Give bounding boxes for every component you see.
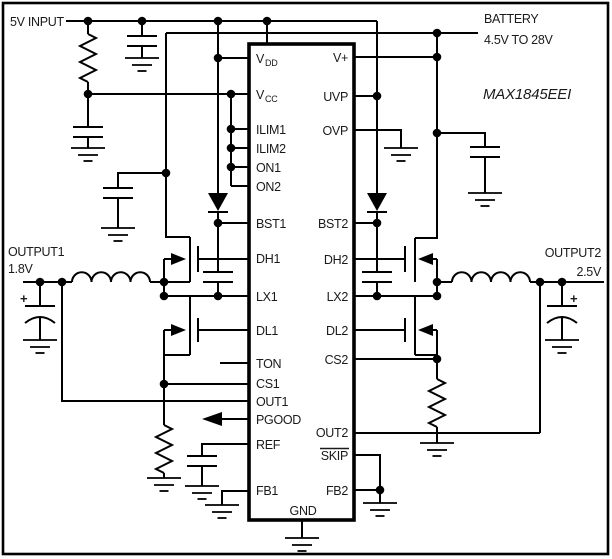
resistor-cs2-sense: [426, 378, 448, 428]
pin-label-ovp: OVP: [323, 124, 349, 138]
resistor-5v-input: [77, 33, 99, 83]
pin-label-cs1: CS1: [256, 377, 280, 391]
pin-label-ilim1: ILIM1: [256, 123, 286, 137]
pin-label-dl1: DL1: [256, 324, 278, 338]
pin-label-lx1: LX1: [256, 290, 278, 304]
pin-label-bst2: BST2: [318, 217, 348, 231]
ic-outline: [247, 42, 356, 522]
pin-label-dh2: DH2: [324, 253, 348, 267]
pin-label-dh1: DH1: [256, 252, 280, 266]
label-5v-input: 5V INPUT: [10, 15, 65, 29]
label-output1-voltage: 1.8V: [8, 262, 33, 276]
mosfet-q2-low-side: [354, 296, 438, 379]
mosfet-q1-high-side: [163, 237, 249, 296]
resistor-cs1-sense: [153, 424, 175, 474]
inductor-l1: [71, 271, 151, 283]
pin-label-vplus: V+: [333, 51, 348, 65]
capacitor-battery-bypass-left: [103, 187, 133, 199]
pin-label-gnd: GND: [290, 504, 317, 518]
ic-max1845: V DD V CC ILIM1 ILIM2 ON1 ON2 BST1 DH1 L…: [247, 42, 356, 522]
capacitor-vcc: [73, 126, 103, 138]
junction-dots: [35, 16, 567, 495]
diode-bst1: [208, 193, 228, 213]
pin-label-vdd: V: [256, 52, 265, 66]
pin-label-ilim2: ILIM2: [256, 142, 286, 156]
capacitor-bst2-bootstrap: [362, 271, 392, 283]
label-output2: OUTPUT2: [545, 246, 602, 260]
pin-label-skip: SKIP: [321, 449, 348, 463]
pin-label-uvp: UVP: [323, 90, 348, 104]
pin-label-on1: ON1: [256, 161, 281, 175]
pin-label-cs2: CS2: [325, 353, 349, 367]
pin-label-vcc: V: [256, 88, 265, 102]
pin-label-dl2: DL2: [326, 324, 348, 338]
pin-label-vdd-sub: DD: [265, 58, 278, 68]
label-battery: BATTERY: [484, 12, 539, 26]
output-capacitor-1: +: [20, 291, 56, 324]
diode-bst2: [367, 193, 387, 213]
pin-label-fb2: FB2: [326, 484, 348, 498]
pin-label-ton: TON: [256, 357, 282, 371]
pin-label-out2: OUT2: [316, 426, 348, 440]
capacitor-bst1-bootstrap: [203, 271, 233, 283]
capacitor-ref: [187, 455, 217, 467]
pin-label-out1: OUT1: [256, 395, 288, 409]
pin-label-bst1: BST1: [256, 217, 286, 231]
capacitor-battery-bypass-right: [470, 146, 500, 158]
inductor-l2: [451, 271, 531, 283]
plus-sign-2: +: [570, 291, 578, 306]
label-part-number: MAX1845EEI: [483, 86, 571, 103]
label-output2-voltage: 2.5V: [576, 265, 601, 279]
pin-label-on2: ON2: [256, 180, 281, 194]
mosfet-q2-high-side: [354, 238, 438, 296]
pin-label-vcc-sub: CC: [265, 94, 278, 104]
pin-label-pgood: PGOOD: [256, 413, 301, 427]
pin-label-lx2: LX2: [327, 290, 349, 304]
capacitor-5v-input: [127, 21, 157, 58]
plus-sign-1: +: [20, 291, 28, 306]
pin-label-fb1: FB1: [256, 484, 278, 498]
pin-label-ref: REF: [256, 438, 281, 452]
wire-network: [23, 20, 604, 538]
mosfet-q1-low-side: [163, 296, 249, 425]
label-output1: OUTPUT1: [8, 245, 65, 259]
pgood-arrow: [202, 412, 222, 426]
output-capacitor-2: +: [546, 291, 578, 324]
label-battery-range: 4.5V TO 28V: [484, 33, 553, 47]
